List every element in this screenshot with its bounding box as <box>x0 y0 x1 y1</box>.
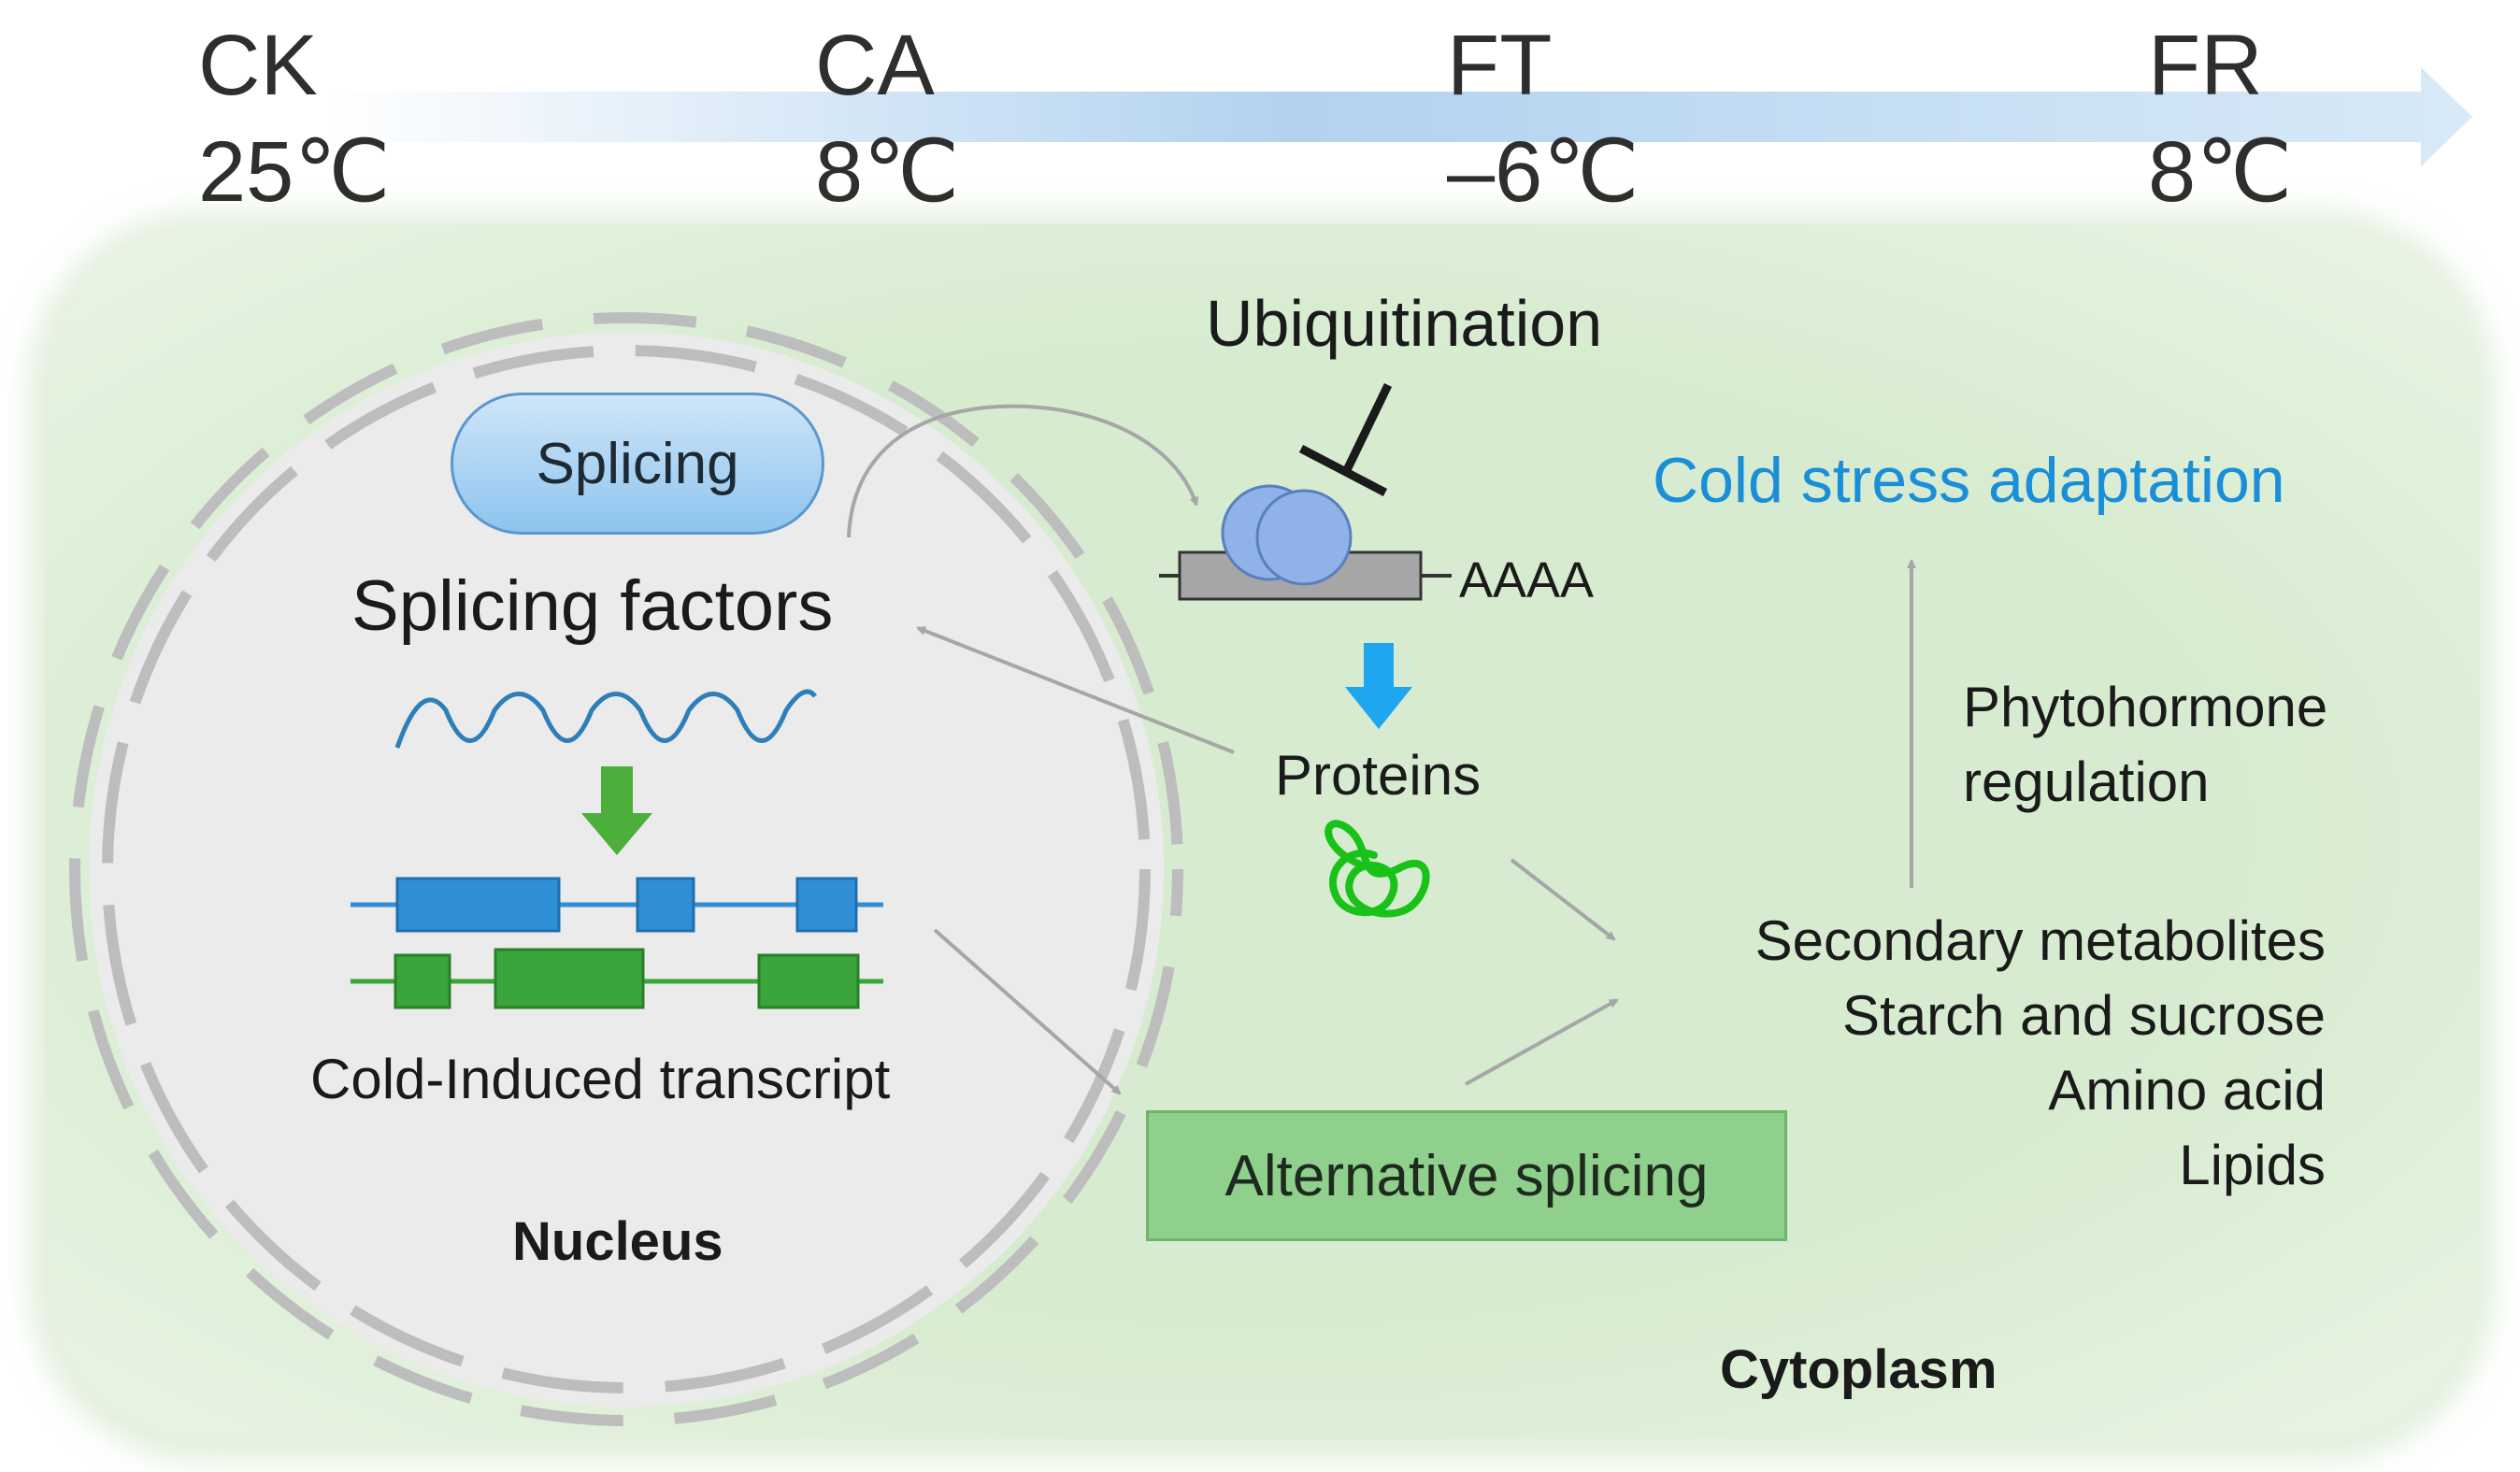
cold-stress-adaptation-label: Cold stress adaptation <box>1653 445 2285 516</box>
blue-down-arrow <box>1345 643 1412 729</box>
ribosome-subunit-2 <box>1255 489 1353 586</box>
alternative-splicing-box: Alternative splicing <box>1146 1110 1787 1241</box>
cytoplasm-label: Cytoplasm <box>1720 1339 1997 1400</box>
stage-ft-temp: –6℃ <box>1447 124 1639 220</box>
splicing-factors-label: Splicing factors <box>351 566 834 646</box>
stage-ck-temp: 25℃ <box>198 124 391 220</box>
arrow-splicing-to-metabolites <box>1465 998 1619 1086</box>
splicing-pill: Splicing <box>451 393 824 535</box>
metabolite-secondary: Secondary metabolites <box>1754 909 2326 972</box>
phytohormone-line-2: regulation <box>1963 750 2210 813</box>
export-curve-arrow <box>847 404 1199 538</box>
blue-exon-2 <box>636 877 695 933</box>
stage-ck-name: CK <box>198 18 318 113</box>
stage-fr-name: FR <box>2148 18 2263 113</box>
metabolite-lipids: Lipids <box>2179 1134 2326 1196</box>
ubiquitination-label: Ubiquitination <box>1206 287 1603 360</box>
inhibition-bar <box>1298 445 1388 496</box>
green-down-arrow <box>581 766 652 855</box>
stage-ca-temp: 8℃ <box>815 124 960 220</box>
nucleus-envelope-outer <box>69 312 1183 1426</box>
arrow-proteins-to-metabolites <box>1510 858 1616 941</box>
metabolite-starch-sucrose: Starch and sucrose <box>1842 984 2326 1047</box>
metabolite-amino-acid: Amino acid <box>2048 1059 2326 1122</box>
green-exon-1 <box>394 953 451 1009</box>
stage-fr-temp: 8℃ <box>2148 124 2293 220</box>
arrow-to-splicing-factors <box>916 626 1235 754</box>
proteins-label: Proteins <box>1275 744 1482 807</box>
inhibition-stem <box>1341 383 1393 474</box>
nucleus-label: Nucleus <box>512 1211 723 1272</box>
blue-exon-1 <box>395 877 561 933</box>
mrna-wave <box>394 689 818 749</box>
arrow-to-alternative-splicing <box>933 928 1122 1095</box>
protein-squiggle <box>1324 820 1430 918</box>
poly-a-label: AAAA <box>1459 552 1595 608</box>
stage-ca-name: CA <box>815 18 935 113</box>
green-exon-2 <box>494 948 645 1009</box>
blue-exon-3 <box>795 877 858 933</box>
phytohormone-line-1: Phytohormone <box>1963 676 2328 738</box>
green-exon-3 <box>757 953 860 1009</box>
transcript-label: Cold-Induced transcript <box>310 1048 891 1110</box>
nucleus-body <box>89 332 1164 1407</box>
splicing-pill-label: Splicing <box>536 431 739 496</box>
stage-ft-name: FT <box>1447 18 1553 113</box>
timeline-arrow <box>322 67 2472 166</box>
alternative-splicing-label: Alternative splicing <box>1224 1143 1709 1208</box>
nucleus-envelope-inner <box>102 345 1151 1393</box>
